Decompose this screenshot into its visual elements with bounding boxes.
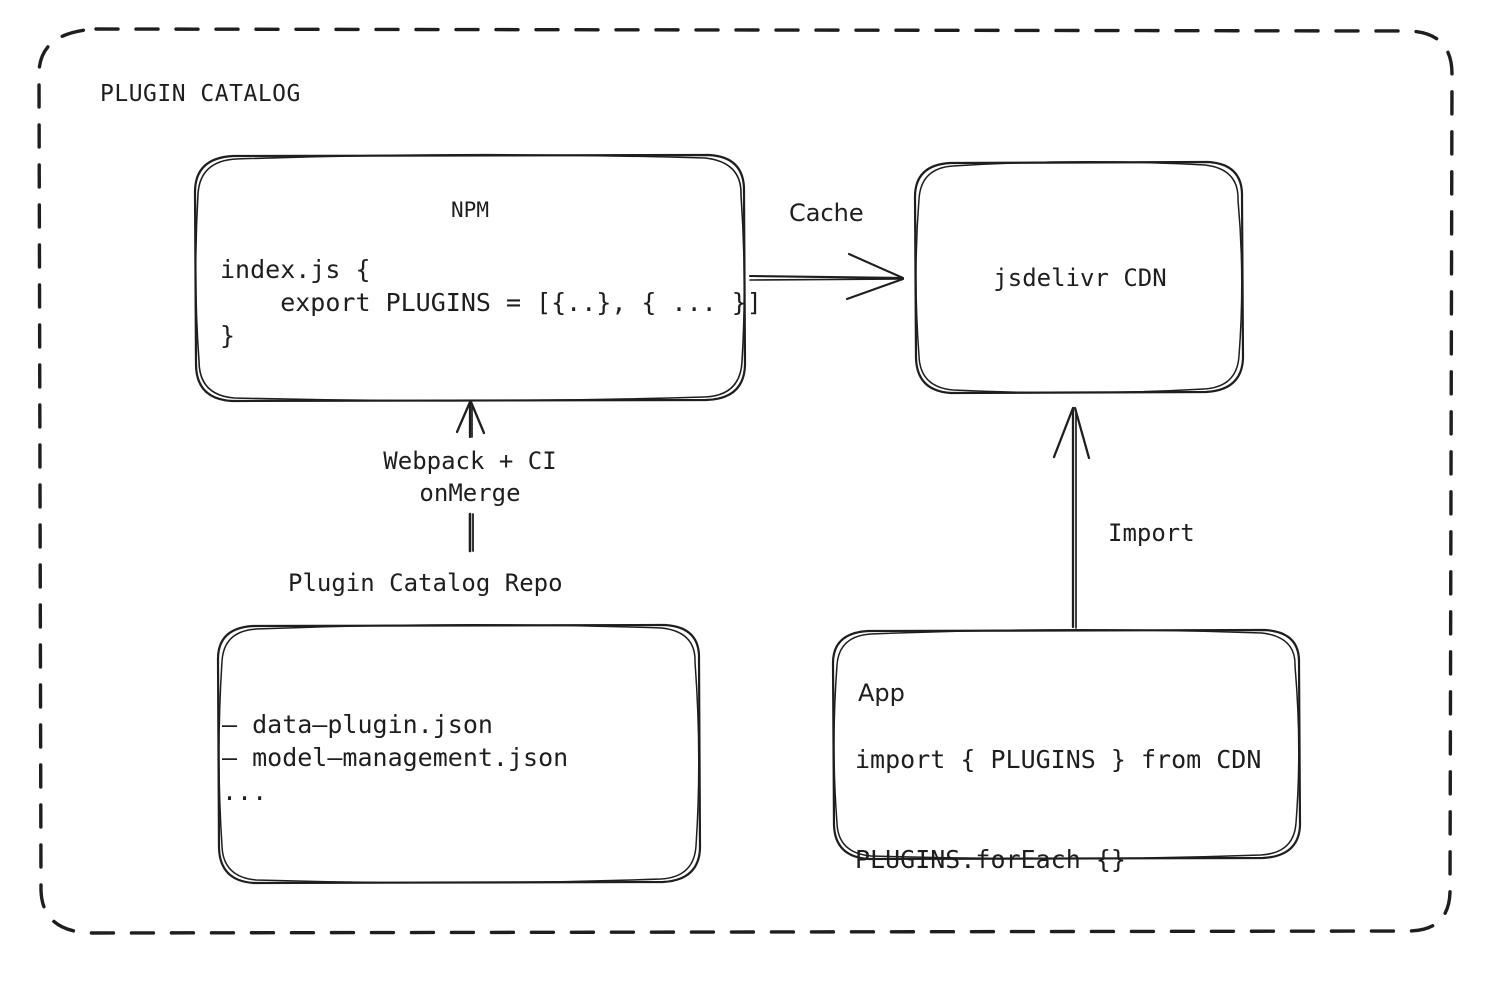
app-node-title: App: [858, 679, 905, 707]
app-node-code: import { PLUGINS } from CDN PLUGINS.forE…: [855, 745, 1262, 874]
repo-node-caption: Plugin Catalog Repo: [288, 569, 563, 597]
build-edge-label: Webpack + CI onMerge: [383, 447, 557, 507]
cache-arrow: [748, 252, 905, 301]
frame-title: PLUGIN CATALOG: [100, 81, 301, 107]
cache-edge-label: Cache: [789, 199, 864, 227]
npm-node-title: NPM: [451, 198, 489, 222]
repo-node-items: – data–plugin.json – model–management.js…: [222, 710, 569, 806]
import-arrow: [1052, 406, 1091, 629]
npm-node-code: index.js { export PLUGINS = [{..}, { ...…: [220, 255, 762, 350]
import-edge-label: Import: [1108, 519, 1195, 547]
cdn-node-title: jsdelivr CDN: [993, 264, 1167, 292]
